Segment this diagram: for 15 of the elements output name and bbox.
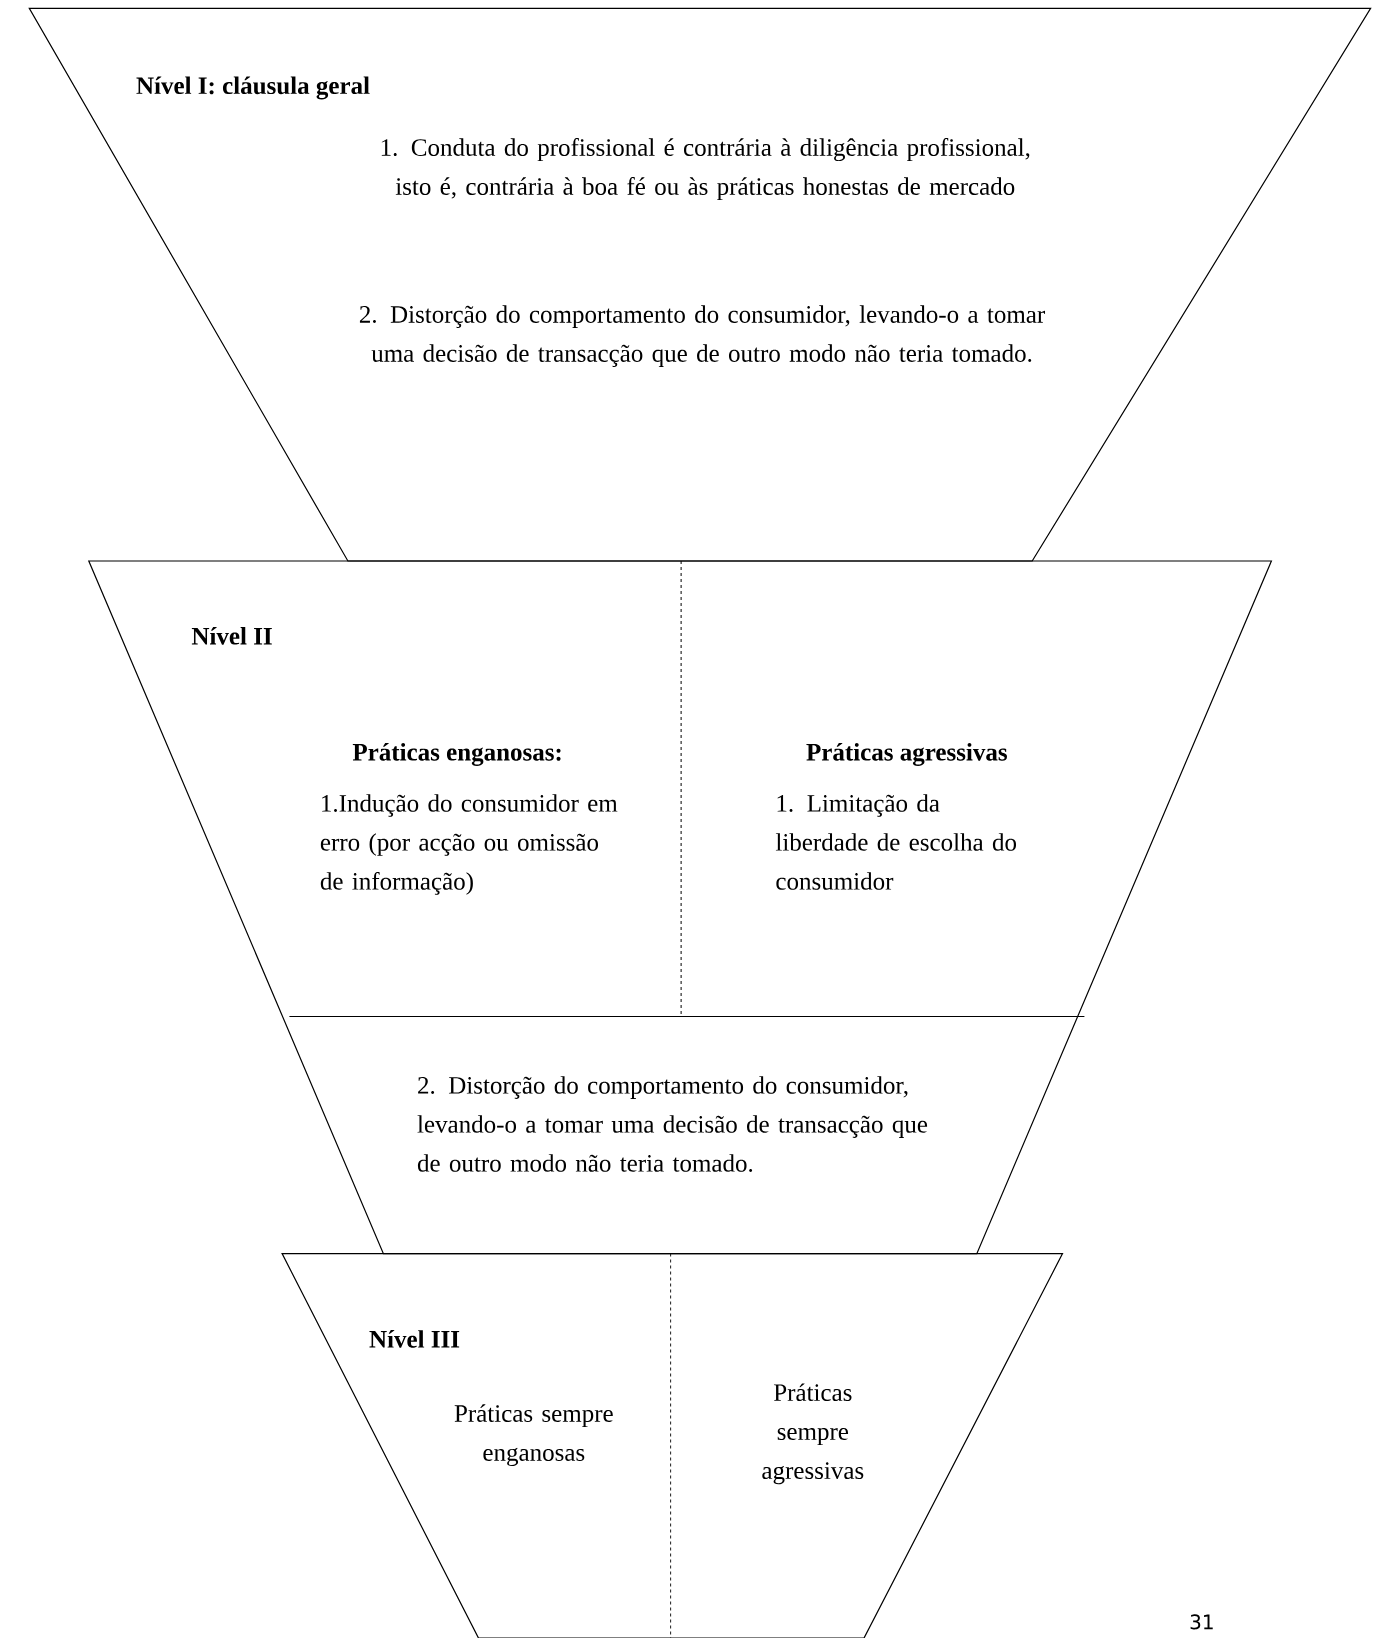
practice-text: Práticas sempre agressivas [762,1383,864,1485]
level-heading: Nível II [191,627,272,645]
practice-text: 1.Indução do consumidor em erro (por acção ou omissão de informação) [320,794,618,895]
funnel-section [281,1253,1064,1638]
level-heading: Nível I: cláusula geral [136,76,370,100]
column-heading: Práticas agressivas [806,743,1007,766]
practice-text: 1. Limitação da liberdade de escolha do consumidor [775,794,1017,890]
page-number: 31 [1190,1614,1213,1630]
practice-text: Práticas sempre enganosas [454,1404,613,1467]
criterion-text: 1. Conduta do profissional é contrária à diligência profissional, isto é, contrária à boa fé ou às práticas honestas de mercado [381,138,1030,200]
funnel-section [28,7,1372,562]
criterion-text: 2. Distorção do comportamento do consumidor, levando-o a tomar uma decisão de transacção que de outro modo não teria tomado. [417,1076,928,1172]
level-heading: Nível III [369,1330,460,1348]
column-heading: Práticas enganosas: [352,743,561,766]
criterion-text: 2. Distorção do comportamento do consumidor, levando-o a tomar uma decisão de transacção que de outro modo não teria tomado. [359,305,1045,367]
